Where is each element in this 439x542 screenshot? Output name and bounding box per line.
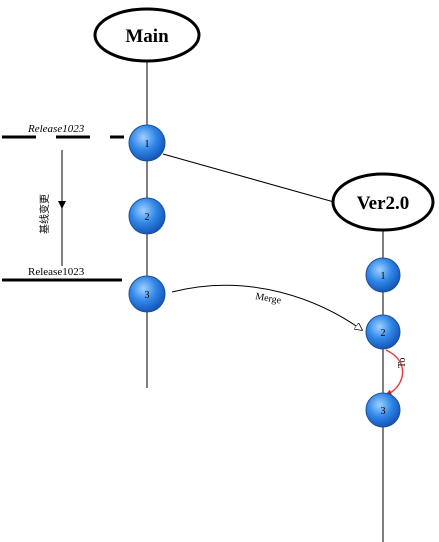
ver-node-3: 3 xyxy=(365,392,401,428)
main-node-3-label: 3 xyxy=(145,290,150,301)
main-branch-label: Main xyxy=(125,26,169,47)
ver-node-1: 1 xyxy=(365,257,401,293)
baseline-arrow xyxy=(58,201,66,209)
release-solid-label: Release1023 xyxy=(28,266,85,278)
release-dashed-label: Release1023 xyxy=(27,123,85,135)
main-branch-ellipse xyxy=(93,7,201,63)
main-node-2: 2 xyxy=(128,197,166,235)
ver-node-2-label: 2 xyxy=(381,328,386,339)
ver-branch-ellipse xyxy=(331,172,435,232)
to-label: To xyxy=(397,358,408,368)
ver-branch-label: Ver2.0 xyxy=(357,193,410,214)
ver-node-3-label: 3 xyxy=(381,406,386,417)
baseline-change-label: 基线变更 xyxy=(38,194,51,234)
main-node-3: 3 xyxy=(128,275,166,313)
ver-node-2: 2 xyxy=(365,314,401,350)
main-node-1: 1 xyxy=(128,124,166,162)
merge-label: Merge xyxy=(254,291,282,306)
branch-off-line xyxy=(162,153,335,203)
main-node-1-label: 1 xyxy=(145,139,150,150)
main-node-2-label: 2 xyxy=(145,212,150,223)
merge-curve xyxy=(171,284,362,330)
ver-node-1-label: 1 xyxy=(381,271,386,282)
to-arc xyxy=(384,349,404,397)
